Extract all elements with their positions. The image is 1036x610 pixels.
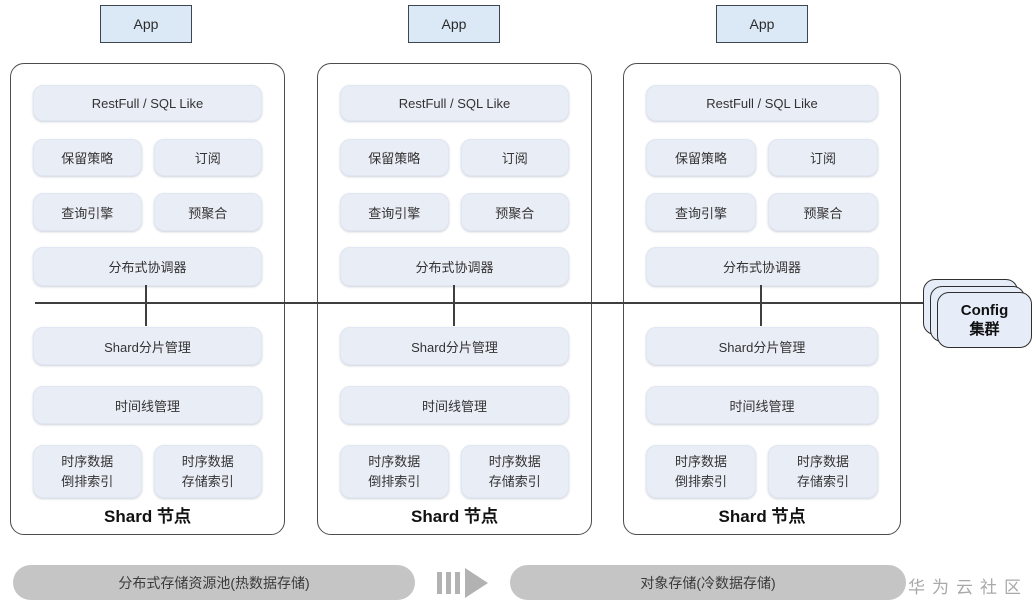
restfull-sql-box: RestFull / SQL Like [340,85,569,121]
subscription-box: 订阅 [153,139,262,176]
inverted-index-line1: 时序数据 [674,453,727,469]
retention-policy-box: 保留策略 [33,139,142,176]
arrow-head [465,568,488,598]
config-cluster-line1: Config [960,302,1009,319]
arrow-stripe [455,572,460,594]
storage-index-line1: 时序数据 [181,453,234,469]
inverted-index-line2: 倒排索引 [368,473,421,489]
connector-line-3 [760,285,762,326]
shard-management-box: Shard分片管理 [340,327,569,365]
cold-storage-bar: 对象存储(冷数据存储) [510,565,906,600]
timeline-management-box: 时间线管理 [33,386,262,424]
storage-index-line2: 存储索引 [181,473,234,489]
query-engine-box: 查询引擎 [340,193,449,231]
storage-index-box: 时序数据 存储索引 [153,445,262,498]
arrow-stripe [446,572,451,594]
storage-index-line2: 存储索引 [488,473,541,489]
pre-aggregation-box: 预聚合 [768,193,878,231]
inverted-index-box: 时序数据 倒排索引 [340,445,449,498]
inverted-index-line1: 时序数据 [368,453,421,469]
config-cluster-line2: 集群 [969,321,1000,338]
inverted-index-line2: 倒排索引 [674,473,727,489]
storage-index-box: 时序数据 存储索引 [460,445,569,498]
pre-aggregation-box: 预聚合 [153,193,262,231]
restfull-sql-box: RestFull / SQL Like [646,85,878,121]
pre-aggregation-box: 预聚合 [460,193,569,231]
retention-policy-box: 保留策略 [340,139,449,176]
shard-node-title: Shard 节点 [411,507,498,526]
distributed-coordinator-box: 分布式协调器 [340,247,569,286]
storage-index-line1: 时序数据 [796,453,849,469]
timeline-management-box: 时间线管理 [340,386,569,424]
shard-node-title: Shard 节点 [718,507,806,526]
config-cluster-card: Config 集群 [937,292,1032,348]
restfull-sql-box: RestFull / SQL Like [33,85,262,121]
huawei-cloud-community-watermark: 华为云社区 [908,578,1028,597]
query-engine-box: 查询引擎 [646,193,756,231]
bus-line [35,302,924,304]
app-box-3: App [716,5,808,43]
inverted-index-line2: 倒排索引 [61,473,114,489]
storage-index-line1: 时序数据 [488,453,541,469]
query-engine-box: 查询引擎 [33,193,142,231]
distributed-coordinator-box: 分布式协调器 [33,247,262,286]
shard-management-box: Shard分片管理 [646,327,878,365]
distributed-coordinator-box: 分布式协调器 [646,247,878,286]
app-box-2: App [408,5,500,43]
subscription-box: 订阅 [768,139,878,176]
inverted-index-box: 时序数据 倒排索引 [33,445,142,498]
shard-node-panel-1: RestFull / SQL Like 保留策略 订阅 查询引擎 预聚合 分布式… [10,63,285,535]
connector-line-1 [145,285,147,326]
connector-line-2 [453,285,455,326]
shard-node-title: Shard 节点 [104,507,191,526]
inverted-index-box: 时序数据 倒排索引 [646,445,756,498]
retention-policy-box: 保留策略 [646,139,756,176]
app-box-1: App [100,5,192,43]
arrow-stripe [437,572,442,594]
storage-index-line2: 存储索引 [796,473,849,489]
timeline-management-box: 时间线管理 [646,386,878,424]
shard-node-panel-2: RestFull / SQL Like 保留策略 订阅 查询引擎 预聚合 分布式… [317,63,592,535]
inverted-index-line1: 时序数据 [61,453,114,469]
subscription-box: 订阅 [460,139,569,176]
hot-storage-bar: 分布式存储资源池(热数据存储) [13,565,415,600]
flow-arrow-icon [437,568,488,598]
shard-node-panel-3: RestFull / SQL Like 保留策略 订阅 查询引擎 预聚合 分布式… [623,63,901,535]
storage-index-box: 时序数据 存储索引 [768,445,878,498]
shard-management-box: Shard分片管理 [33,327,262,365]
